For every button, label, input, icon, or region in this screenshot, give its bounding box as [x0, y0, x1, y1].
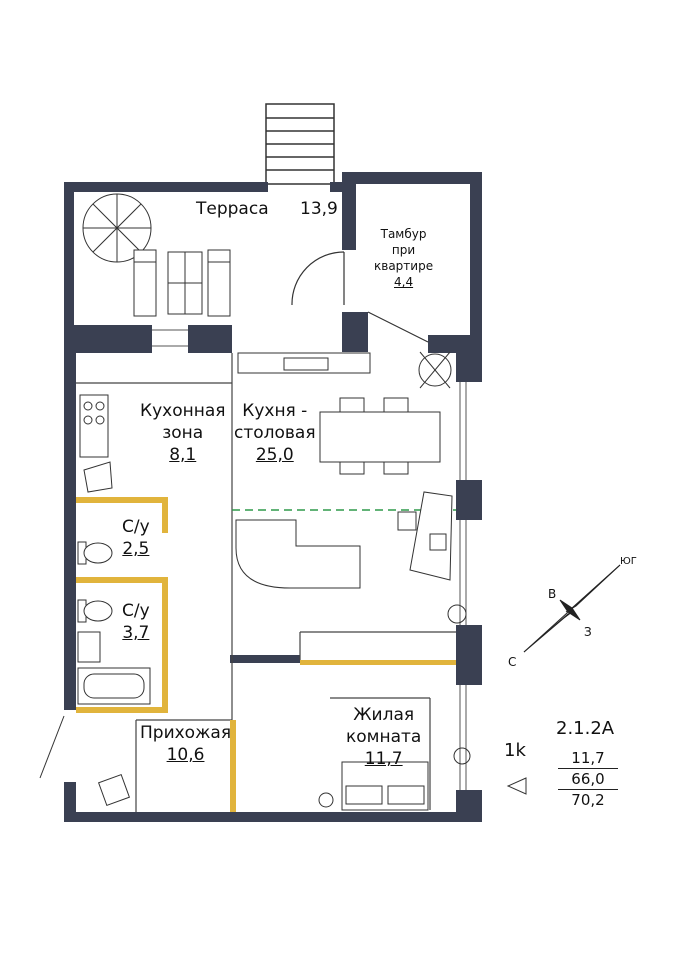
walls [64, 172, 482, 822]
kitchen-counter [79, 352, 371, 493]
room-terrace: Терраса [196, 199, 269, 219]
plants [318, 351, 471, 808]
doors [291, 251, 429, 343]
windows [152, 329, 467, 790]
stairs [265, 103, 335, 185]
bed [341, 761, 429, 811]
room-bath-1: С/у 2,5 [122, 517, 150, 559]
compass-west: С [508, 655, 517, 669]
accent-walls [76, 497, 456, 812]
apartment-code: 2.1.2А [556, 718, 615, 739]
apartment-type: 1k [504, 740, 526, 761]
umbrella [82, 193, 152, 263]
apartment-areas: 11,7 66,0 70,2 [558, 748, 618, 810]
room-living: Жилая комната 11,7 [346, 705, 422, 769]
room-terrace-area: 13,9 [300, 199, 338, 219]
room-vestibule: Тамбур при квартире 4,4 [374, 227, 434, 289]
entrance-line [39, 715, 65, 779]
dining-table [319, 397, 441, 475]
room-kitchen-dining: Кухня - столовая 25,0 [234, 401, 316, 465]
loungers [133, 249, 231, 317]
room-bath-2: С/у 3,7 [122, 601, 150, 643]
desk [397, 491, 453, 581]
compass-north: В [548, 587, 557, 601]
armchair [97, 773, 131, 807]
room-hall: Прихожая 10,6 [140, 723, 232, 765]
entry-arrow-icon [506, 777, 527, 795]
compass-south: З [584, 625, 592, 639]
sofa [235, 519, 361, 589]
compass-east: ЮГ [620, 556, 637, 567]
compass [523, 564, 621, 653]
room-kitchen-zone: Кухонная зона 8,1 [140, 401, 226, 465]
sanitary [77, 541, 151, 705]
